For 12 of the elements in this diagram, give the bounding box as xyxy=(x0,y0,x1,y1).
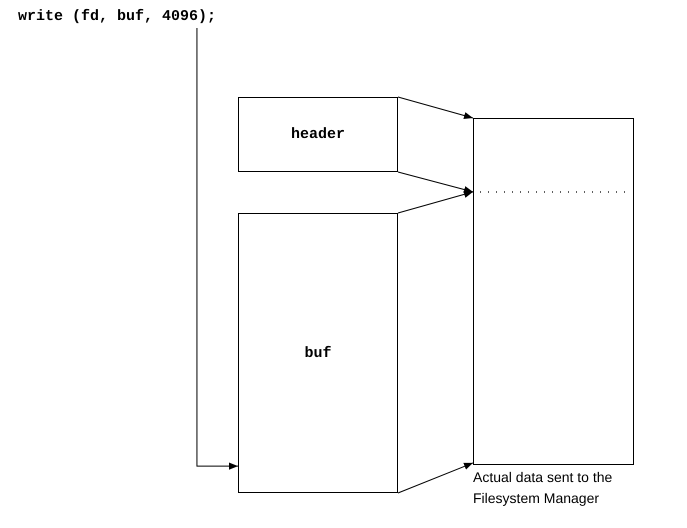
arrow xyxy=(398,462,474,494)
data-buffer-box xyxy=(473,118,634,465)
node-label: Actual data sent to the Filesystem Manager xyxy=(473,468,614,508)
arrow xyxy=(196,28,238,470)
arrow xyxy=(398,172,474,194)
arrow xyxy=(398,190,474,214)
memory-block xyxy=(238,97,398,172)
block-label: buf xyxy=(304,344,332,362)
block-label: header xyxy=(290,126,345,143)
memory-block xyxy=(238,213,398,493)
arrow xyxy=(398,96,474,120)
code-text: write (fd, buf, 4096); xyxy=(18,8,216,24)
